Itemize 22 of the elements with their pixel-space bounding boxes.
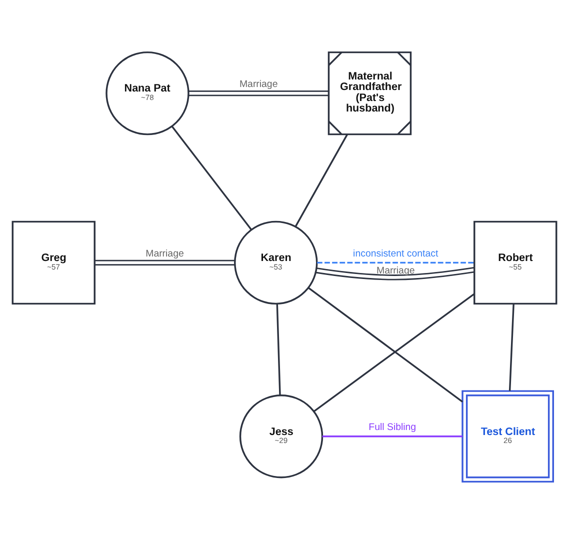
connector [508,303,514,390]
node-box: Robert ~55 [474,220,558,304]
connector [317,261,474,264]
edge-label: Marriage [376,265,415,276]
connector [276,303,281,395]
connector [294,134,348,226]
connector [308,286,463,402]
node-circle: Jess ~29 [239,394,324,478]
connector [313,292,475,412]
node-box: Test Client 26 [462,390,554,482]
node-circle: Karen ~53 [234,220,318,304]
connector [322,435,462,437]
connector [188,90,329,96]
edge-label: Marriage [146,248,184,259]
node-circle: Nana Pat ~78 [106,50,190,135]
connector [171,125,252,230]
edge-label: Full Sibling [368,422,416,433]
node-box: Greg ~57 [12,220,96,304]
edge-label: inconsistent contact [353,248,438,259]
connector [316,266,475,280]
edge-label: Marriage [239,78,278,90]
connector [94,259,235,266]
